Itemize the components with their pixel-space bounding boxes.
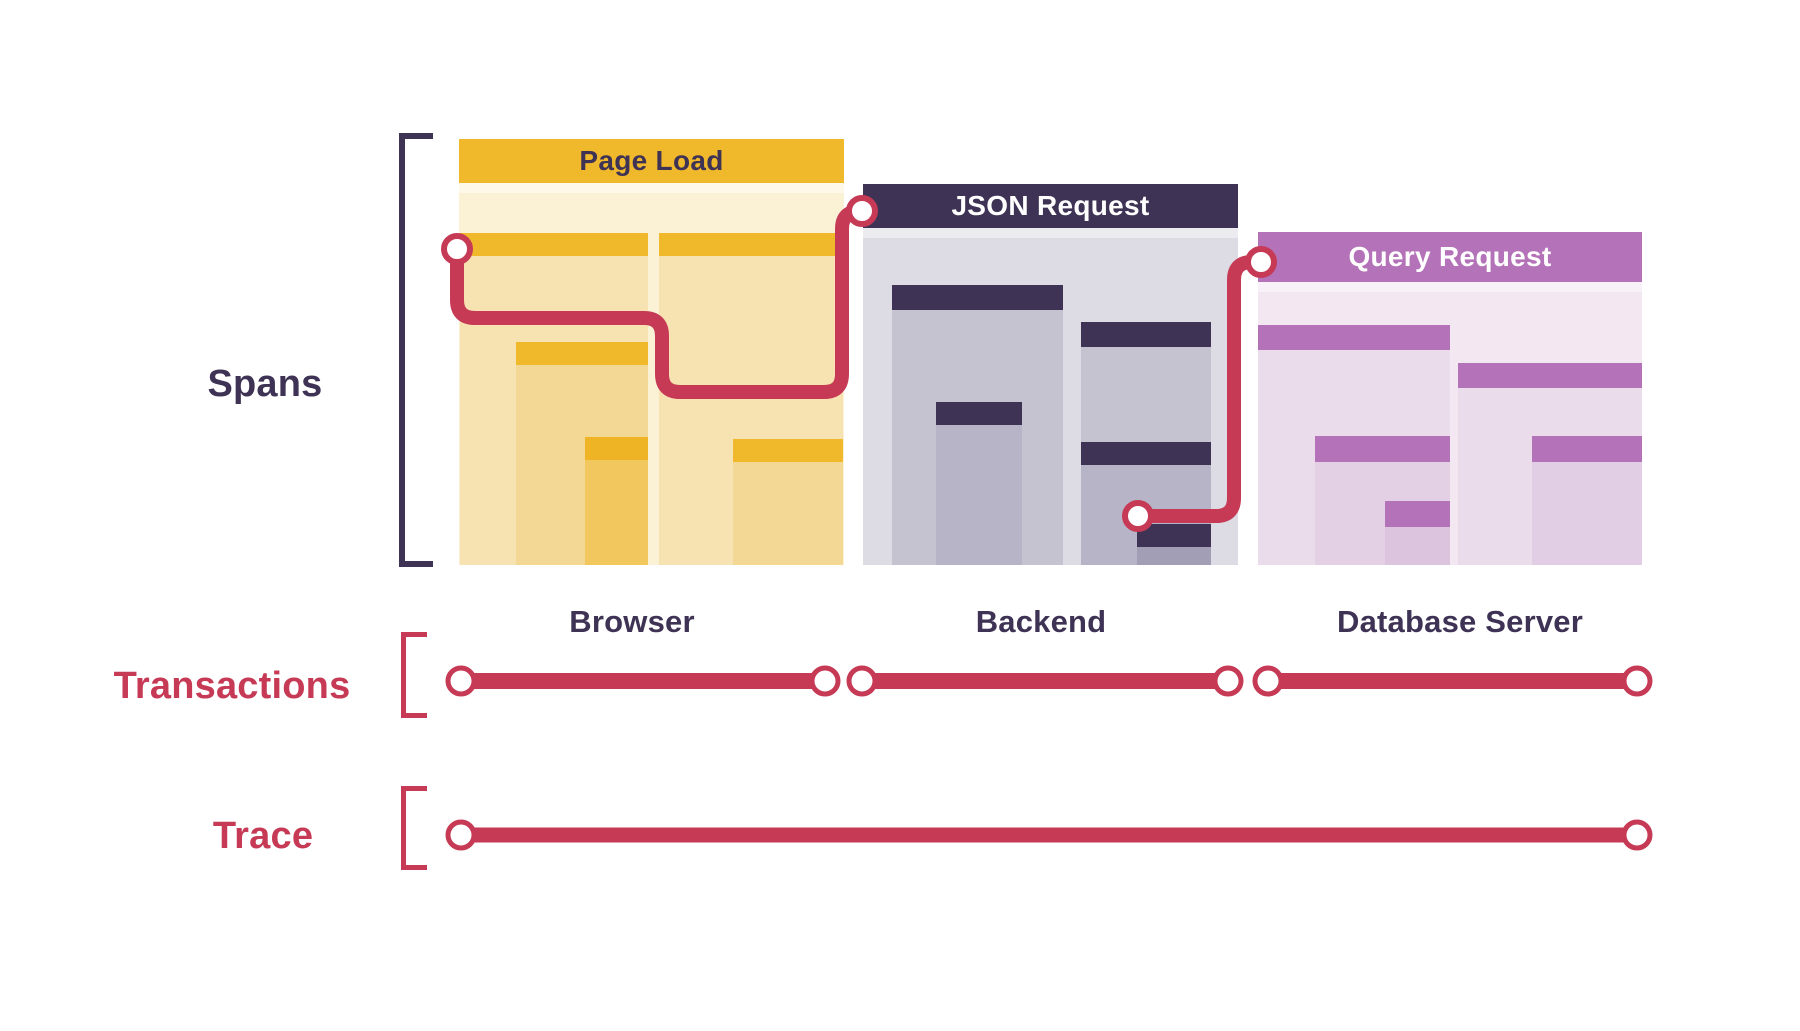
span-header	[1258, 325, 1450, 350]
connector-node-icon	[445, 665, 477, 697]
span-body	[1532, 462, 1642, 565]
span-body	[585, 460, 648, 565]
span-header	[1532, 436, 1642, 462]
transactions-row-label: Transactions	[113, 665, 351, 707]
connector-node-icon	[1621, 819, 1653, 851]
query-request-span-block: Query Request	[1258, 232, 1642, 565]
span-header	[1081, 442, 1211, 465]
column-label-browser: Browser	[569, 604, 695, 639]
connector-node-icon	[846, 665, 878, 697]
span-header	[659, 233, 843, 256]
connector-node-icon	[1122, 500, 1154, 532]
page-load-header: Page Load	[459, 139, 844, 183]
span-header	[460, 233, 648, 256]
json-request-title: JSON Request	[951, 190, 1150, 221]
span-header	[892, 285, 1063, 310]
span-header	[1458, 363, 1642, 388]
spans-bracket	[399, 133, 433, 567]
query-request-title: Query Request	[1348, 241, 1552, 272]
connector-node-icon	[1621, 665, 1653, 697]
json-request-span-block: JSON Request	[863, 184, 1238, 565]
transactions-bracket	[401, 632, 427, 718]
span-header	[1137, 524, 1211, 547]
span-header	[936, 402, 1022, 425]
connector-node-icon	[1252, 665, 1284, 697]
spans-row-label: Spans	[207, 363, 323, 405]
json-request-header: JSON Request	[863, 184, 1238, 228]
connector-node-icon	[1245, 246, 1277, 278]
span-header	[516, 342, 648, 365]
trace-path-backend	[1138, 255, 1261, 523]
connector-node-icon	[441, 233, 473, 265]
page-load-span-block: Page Load	[459, 139, 844, 565]
span-header	[1385, 501, 1450, 527]
span-header	[1315, 436, 1450, 462]
span-header	[1081, 322, 1211, 347]
span-body	[1137, 547, 1211, 565]
page-load-title: Page Load	[579, 145, 724, 176]
span-body	[1385, 527, 1450, 565]
column-label-backend: Backend	[975, 604, 1107, 639]
span-body	[733, 462, 843, 565]
column-label-database-server: Database Server	[1337, 604, 1583, 639]
span-header	[733, 439, 843, 462]
trace-row-label: Trace	[212, 815, 314, 857]
trace-bracket	[401, 786, 427, 870]
span-body	[936, 425, 1022, 565]
query-request-header: Query Request	[1258, 232, 1642, 282]
connector-node-icon	[809, 665, 841, 697]
span-header	[585, 437, 648, 460]
trace-path-browser	[450, 204, 862, 399]
connector-node-icon	[445, 819, 477, 851]
connector-node-icon	[846, 195, 878, 227]
connector-node-icon	[1212, 665, 1244, 697]
